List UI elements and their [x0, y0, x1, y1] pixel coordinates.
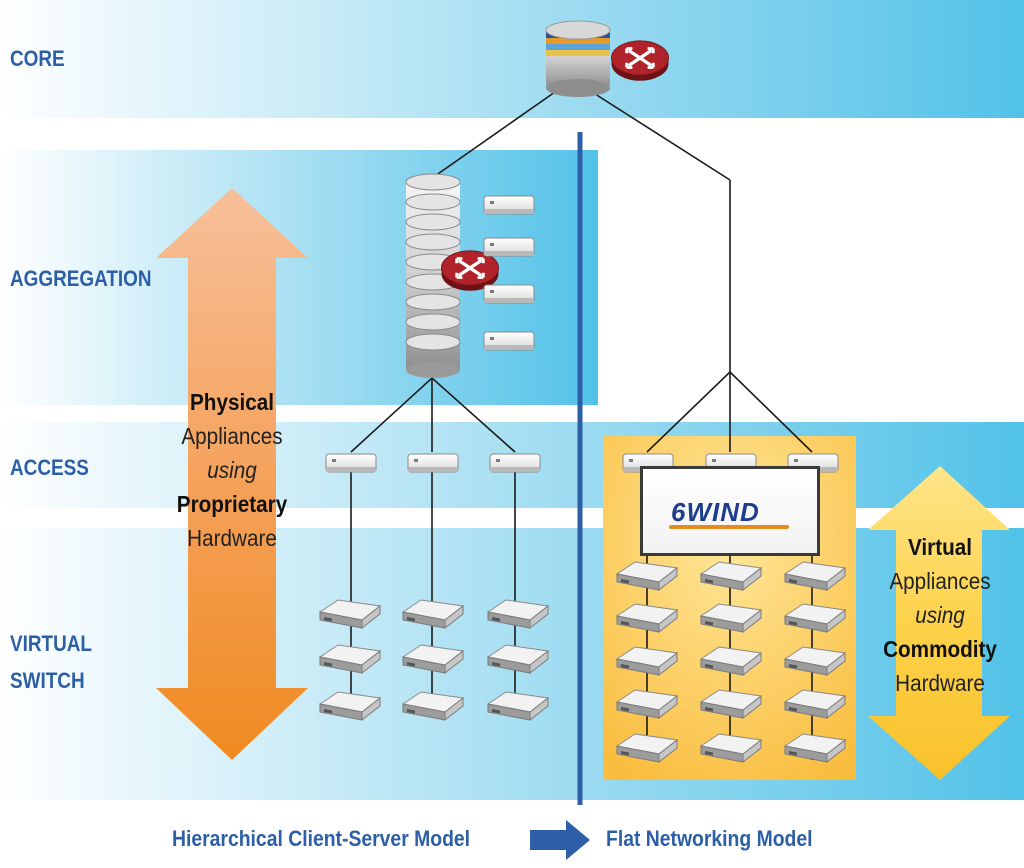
caption-using: using [207, 457, 257, 483]
switch-icon [483, 237, 535, 257]
caption-hardware: Hardware [187, 525, 277, 551]
caption-hardware-right: Hardware [895, 670, 985, 696]
physical-appliances-arrow [156, 188, 308, 760]
switch-icon [483, 284, 535, 304]
footer-flat-model: Flat Networking Model [606, 826, 813, 851]
caption-commodity: Commodity [883, 636, 997, 662]
switch-icon [483, 195, 535, 215]
caption-physical: Physical [189, 389, 275, 415]
caption-proprietary: Proprietary [176, 491, 288, 517]
caption-appliances: Appliances [181, 423, 283, 449]
core-band [0, 0, 1024, 118]
switch-icon [325, 453, 377, 473]
caption-using-right: using [915, 602, 965, 628]
footer-hierarchical-model: Hierarchical Client-Server Model [172, 826, 471, 851]
logo-swoosh-icon [669, 525, 789, 529]
layer-label-switch: SWITCH [10, 668, 85, 693]
footer-arrow-icon [530, 820, 590, 860]
caption-appliances-right: Appliances [889, 568, 991, 594]
6wind-logo: 6WIND [640, 466, 820, 556]
aggregation-band [0, 150, 598, 405]
aggregation-router-stack-icon [405, 173, 501, 378]
layer-label-virtual: VIRTUAL [10, 631, 92, 656]
left-virtual-servers [319, 599, 549, 721]
logo-brand: 6WIND [671, 497, 760, 527]
virtual-appliances-arrow [868, 466, 1010, 780]
caption-virtual: Virtual [907, 534, 973, 560]
layer-label-access: ACCESS [10, 455, 89, 480]
core-router-stack-icon [545, 20, 671, 97]
switch-icon [489, 453, 541, 473]
switch-icon [483, 331, 535, 351]
virtual-appliances-caption: Virtual Appliances using Commodity Hardw… [870, 530, 1010, 700]
physical-appliances-caption: Physical Appliances using Proprietary Ha… [160, 385, 304, 555]
layer-label-core: CORE [10, 46, 65, 71]
layer-label-aggregation: AGGREGATION [10, 266, 152, 291]
switch-icon [407, 453, 459, 473]
